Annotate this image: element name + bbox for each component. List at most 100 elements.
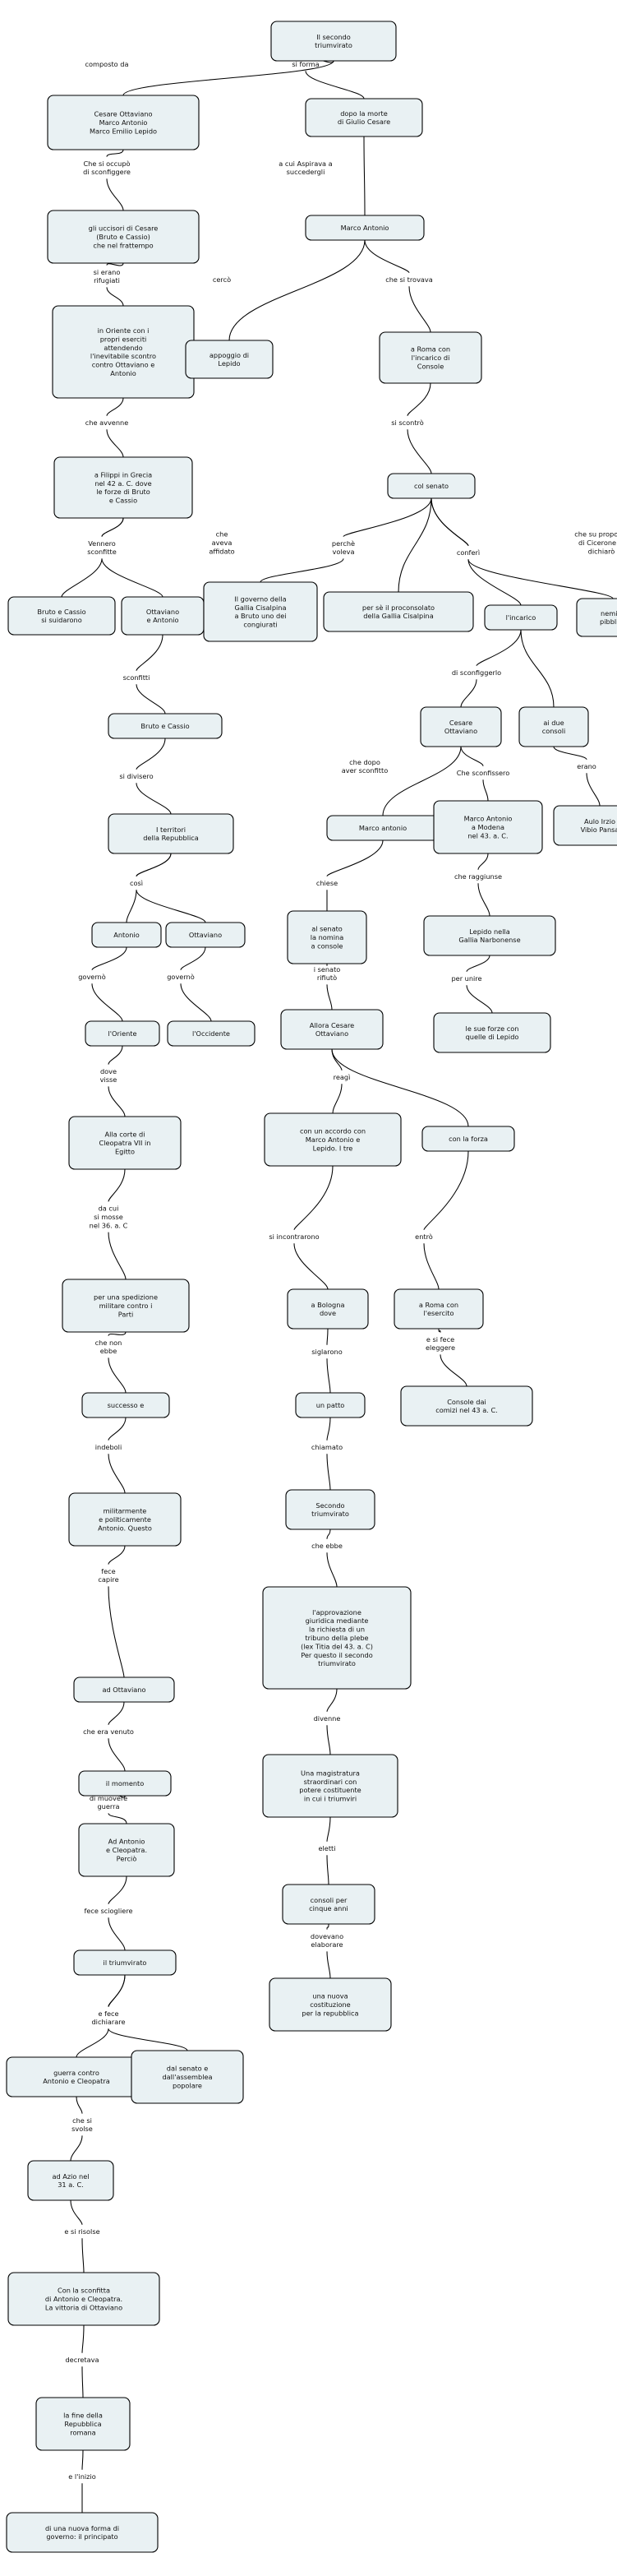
node-col-senato[interactable]: col senato <box>387 473 476 499</box>
node-shape[interactable] <box>433 1012 551 1053</box>
node-shape[interactable] <box>576 598 617 637</box>
node-shape[interactable] <box>78 1823 175 1877</box>
node-shape[interactable] <box>270 21 397 62</box>
node-shape[interactable] <box>305 98 423 137</box>
node-shape[interactable] <box>185 340 274 379</box>
node-nemico[interactable]: nemicopibblico <box>576 598 617 637</box>
node-l-oriente[interactable]: l'Oriente <box>85 1020 160 1047</box>
node-shape[interactable] <box>379 331 482 384</box>
node-con-la-forza[interactable]: con la forza <box>421 1126 515 1152</box>
node-shape[interactable] <box>553 805 617 846</box>
node-shape[interactable] <box>287 910 367 964</box>
node-shape[interactable] <box>295 1392 366 1418</box>
node-shape[interactable] <box>78 1770 172 1797</box>
node-shape[interactable] <box>484 604 558 631</box>
node-un-patto[interactable]: un patto <box>295 1392 366 1418</box>
node-shape[interactable] <box>7 596 116 636</box>
node-shape[interactable] <box>47 210 200 264</box>
node-shape[interactable] <box>262 1754 398 1818</box>
node-shape[interactable] <box>264 1112 402 1167</box>
node-l-incarico[interactable]: l'incarico <box>484 604 558 631</box>
node-l-occidente[interactable]: l'Occidente <box>167 1020 256 1047</box>
node-shape[interactable] <box>35 2397 131 2451</box>
node-marco-antonio[interactable]: Marco Antonio <box>305 215 425 241</box>
node-shape[interactable] <box>305 215 425 241</box>
node-shape[interactable] <box>7 2272 160 2326</box>
node-shape[interactable] <box>269 1977 392 2032</box>
node-ottaviano[interactable]: Ottaviano <box>165 922 246 948</box>
node-il-momento[interactable]: il momento <box>78 1770 172 1797</box>
node-shape[interactable] <box>81 1392 170 1418</box>
node-shape[interactable] <box>108 813 234 854</box>
node-shape[interactable] <box>68 1492 182 1547</box>
node-shape[interactable] <box>394 1288 484 1330</box>
node-shape[interactable] <box>387 473 476 499</box>
node-shape[interactable] <box>282 1884 375 1925</box>
node-marco-antonio[interactable]: Marco antonio <box>326 815 440 841</box>
node-il-triumvirato[interactable]: il triumvirato <box>73 1949 177 1976</box>
node-shape[interactable] <box>165 922 246 948</box>
node-shape[interactable] <box>47 95 200 150</box>
node-shape[interactable] <box>73 1949 177 1976</box>
node-shape[interactable] <box>287 1288 369 1330</box>
node-shape[interactable] <box>420 706 502 747</box>
node-shape[interactable] <box>518 706 589 747</box>
node-shape[interactable] <box>131 2050 244 2104</box>
node-shape[interactable] <box>68 1116 182 1170</box>
node-shape[interactable] <box>27 2160 114 2201</box>
node-shape[interactable] <box>108 713 223 739</box>
node-ad-ottaviano[interactable]: ad Ottaviano <box>73 1676 175 1703</box>
node-successo-e[interactable]: successo e <box>81 1392 170 1418</box>
node-shape[interactable] <box>167 1020 256 1047</box>
node-shape[interactable] <box>53 456 193 519</box>
node-shape[interactable] <box>323 591 474 632</box>
node-shape[interactable] <box>203 581 318 642</box>
node-shape[interactable] <box>433 800 543 854</box>
node-shape[interactable] <box>85 1020 160 1047</box>
node-shape[interactable] <box>91 922 162 948</box>
node-bruto-e-cassio[interactable]: Bruto e Cassio <box>108 713 223 739</box>
node-shape[interactable] <box>62 1279 190 1333</box>
node-shape[interactable] <box>423 915 556 956</box>
node-shape[interactable] <box>400 1385 533 1427</box>
node-shape[interactable] <box>73 1676 175 1703</box>
node-antonio[interactable]: Antonio <box>91 922 162 948</box>
node-shape[interactable] <box>285 1489 375 1530</box>
node-shape[interactable] <box>6 2512 159 2553</box>
